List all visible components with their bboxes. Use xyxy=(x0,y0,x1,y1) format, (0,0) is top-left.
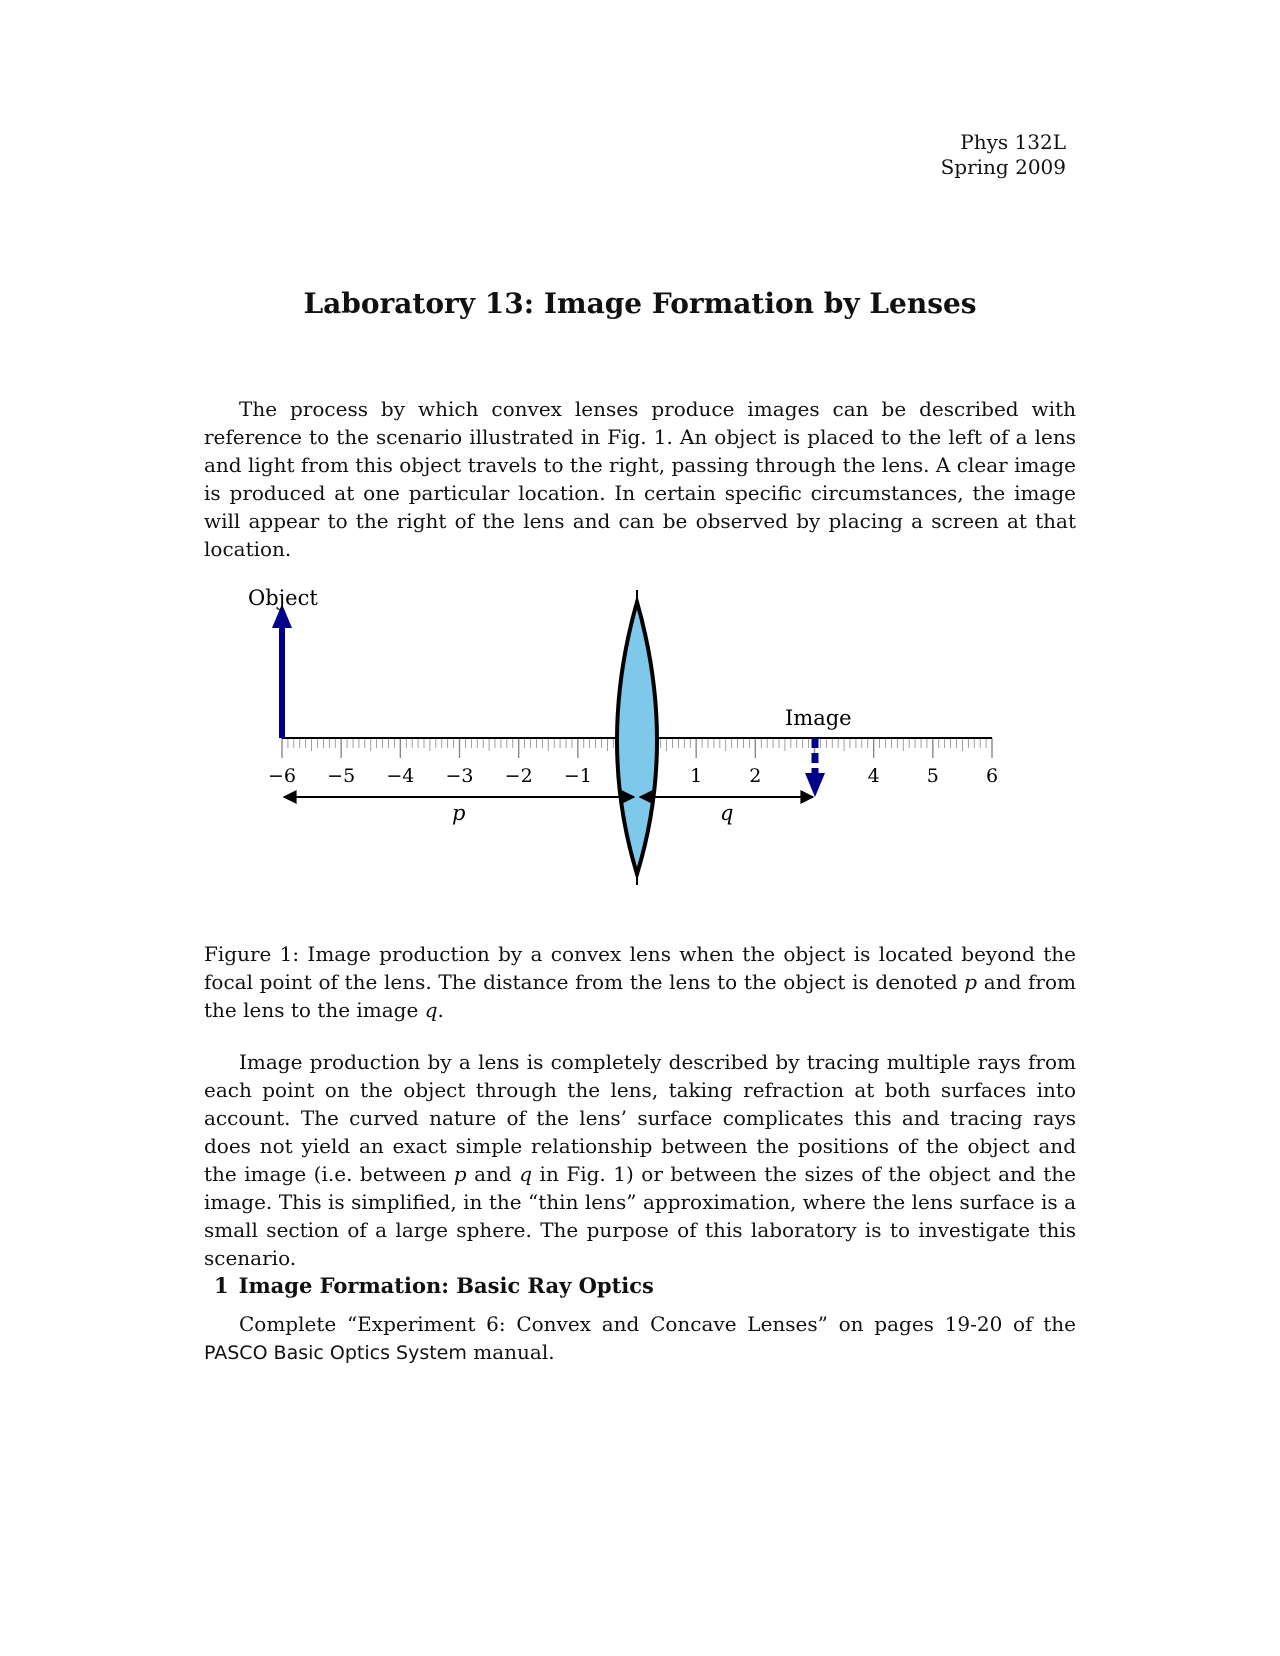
q-label: q xyxy=(720,801,733,825)
body-q: q xyxy=(519,1162,533,1186)
axis-tick-label: 5 xyxy=(927,765,939,787)
object-arrow xyxy=(272,604,292,738)
section-paragraph: Complete “Experiment 6: Convex and Conca… xyxy=(204,1310,1076,1367)
section-title: Image Formation: Basic Ray Optics xyxy=(238,1273,654,1298)
axis-tick-label: −5 xyxy=(327,765,355,787)
axis-tick-label: −2 xyxy=(505,765,533,787)
course-code: Phys 132L xyxy=(960,130,1066,154)
caption-p: p xyxy=(964,970,978,994)
body-text-2: and xyxy=(466,1162,520,1186)
page-title: Laboratory 13: Image Formation by Lenses xyxy=(303,287,977,320)
image-arrow xyxy=(805,738,825,797)
p-label: p xyxy=(452,801,465,825)
figure-caption: Figure 1: Image production by a convex l… xyxy=(204,940,1076,1024)
caption-text-2: and from the lens to the image xyxy=(204,970,1077,1022)
axis-tick-label: −1 xyxy=(564,765,592,787)
section-text-1: Complete “Experiment 6: Convex and Conca… xyxy=(239,1312,1076,1336)
body-text-1: Image production by a lens is completely… xyxy=(204,1050,1076,1186)
axis-tick-label: −4 xyxy=(386,765,414,787)
image-label: Image xyxy=(785,706,852,730)
lens-figure: −6 −5 −4 −3 −2 −1 1 2 4 5 6 Object Image p q xyxy=(248,586,998,885)
manual-name: PASCO Basic Optics System xyxy=(204,1342,467,1364)
intro-paragraph: The process by which convex lenses produ… xyxy=(204,397,1076,561)
course-term: Spring 2009 xyxy=(940,155,1066,179)
object-label: Object xyxy=(248,586,318,610)
section-heading: 1 Image Formation: Basic Ray Optics xyxy=(214,1273,654,1298)
axis-tick-label: −6 xyxy=(268,765,296,787)
caption-text-1: Figure 1: Image production by a convex l… xyxy=(204,942,1076,994)
axis-tick-label: 1 xyxy=(690,765,702,787)
caption-q: q xyxy=(424,998,438,1022)
caption-text-3: . xyxy=(437,998,444,1022)
body-p: p xyxy=(453,1162,467,1186)
section-number: 1 xyxy=(214,1273,229,1298)
body-text-3: in Fig. 1) or between the sizes of the o… xyxy=(204,1162,1076,1270)
body-paragraph: Image production by a lens is completely… xyxy=(204,1048,1076,1272)
section-text-2: manual. xyxy=(466,1340,555,1364)
axis-tick-label: 6 xyxy=(986,765,998,787)
convex-lens xyxy=(615,594,659,881)
axis-tick-label: 4 xyxy=(868,765,880,787)
axis-tick-label: −3 xyxy=(445,765,473,787)
course-header: Phys 132L Spring 2009 xyxy=(941,130,1066,180)
axis-tick-label: 2 xyxy=(749,765,761,787)
axis-ticks: −6 −5 −4 −3 −2 −1 1 2 4 5 6 xyxy=(268,738,998,787)
